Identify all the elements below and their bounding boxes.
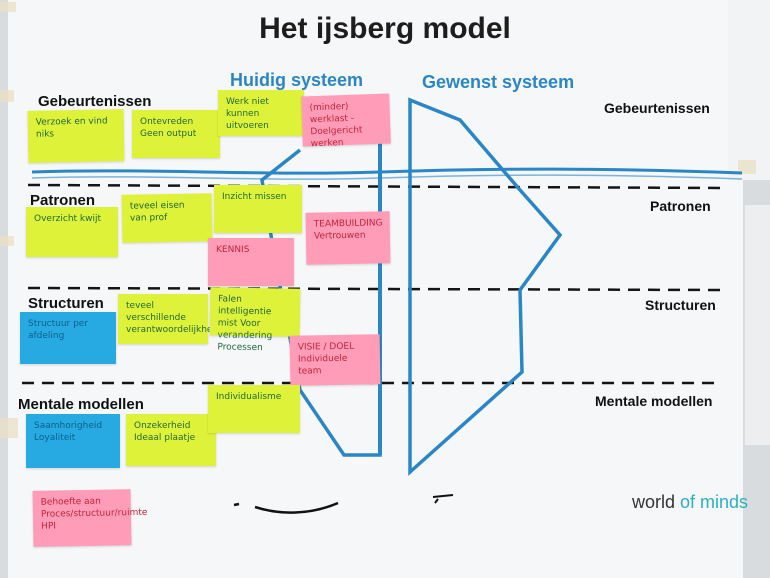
sticky-note: Onzekerheid Ideaal plaatje [126, 414, 216, 466]
tape [0, 2, 16, 12]
header-desired-system: Gewenst systeem [422, 72, 575, 92]
header-current-system: Huidig systeem [230, 70, 364, 90]
level-label-left-events: Gebeurtenissen [38, 93, 152, 110]
sticky-note: KENNIS [208, 238, 294, 286]
sticky-note: TEAMBUILDING Vertrouwen [305, 211, 391, 265]
tape [0, 418, 18, 438]
level-label-right-mental-models: Mentale modellen [595, 393, 713, 409]
side-paper-lower [745, 205, 770, 445]
tape [0, 236, 14, 246]
sticky-note: Saamhorigheid Loyaliteit [26, 414, 120, 468]
level-label-right-structures: Structuren [645, 297, 716, 313]
level-label-right-patterns: Patronen [650, 198, 711, 214]
sticky-note: Inzicht missen [214, 185, 302, 233]
sticky-note: Overzicht kwijt [26, 207, 118, 257]
sticky-note: Falen intelligentie mist Voor veranderin… [209, 287, 301, 353]
sticky-note: Structuur per afdeling [20, 312, 116, 364]
brand-logo: world of minds [632, 492, 748, 513]
brand-text-part2: of minds [680, 492, 749, 512]
page-title: Het ijsberg model [259, 12, 511, 45]
level-label-right-events: Gebeurtenissen [604, 100, 710, 116]
sticky-note: Individualisme [208, 385, 300, 433]
tape [0, 90, 14, 102]
brand-text-part1: world [632, 492, 681, 512]
sticky-note: (minder) werklast - Doelgericht werken [301, 93, 391, 149]
level-label-left-mental-models: Mentale modellen [18, 396, 144, 413]
sticky-note: Behoefte aan Proces/structuur/ruimte HPI [32, 489, 147, 547]
level-label-left-structures: Structuren [28, 295, 104, 312]
sticky-note: VISIE / DOEL Individuele team [289, 334, 381, 386]
level-label-left-patterns: Patronen [30, 192, 96, 209]
side-paper [728, 0, 770, 180]
sticky-note: teveel verschillende verantwoordelijkhed… [118, 294, 229, 344]
sticky-note: Verzoek en vind niks [27, 109, 125, 163]
sticky-note: teveel eisen van prof [121, 193, 213, 243]
sticky-note: Werk niet kunnen uitvoeren [218, 90, 304, 136]
sticky-note: Ontevreden Geen output [132, 110, 220, 158]
tape [738, 160, 756, 174]
